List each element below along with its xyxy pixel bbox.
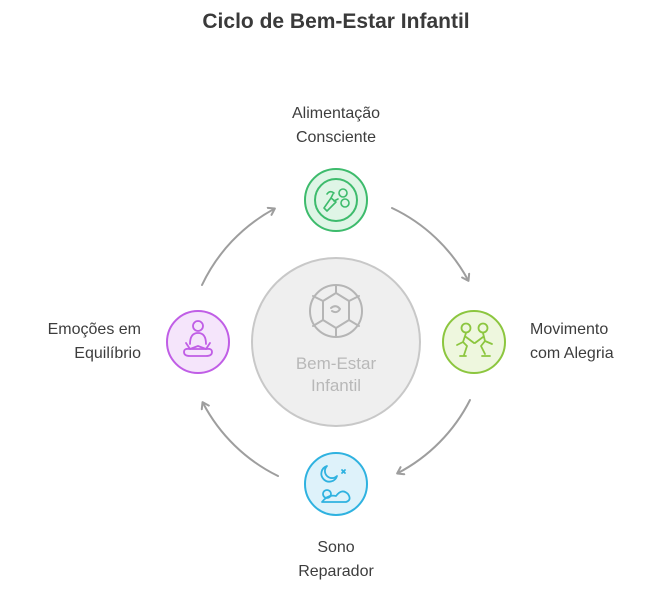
center-label: Bem-Estar Infantil: [295, 354, 377, 395]
label-emocoes: Emoções em Equilíbrio: [47, 321, 141, 362]
node-emocoes: [166, 310, 230, 374]
people-playing-icon: [456, 322, 493, 357]
node-alimentacao: [304, 168, 368, 232]
arrow-bottom-to-left: [200, 401, 279, 477]
label-movimento: Movimento com Alegria: [530, 321, 614, 362]
label-alimentacao: Alimentação Consciente: [291, 105, 381, 146]
arrow-left-to-top: [201, 206, 276, 286]
turtle-shell-icon: [309, 284, 363, 338]
arrow-right-to-bottom: [396, 399, 471, 476]
sleeping-moon-icon: [320, 465, 351, 503]
arrow-top-to-right: [391, 207, 471, 282]
center-node: [251, 257, 421, 427]
cycle-arrows: [200, 206, 471, 477]
label-sono: Sono Reparador: [298, 539, 374, 580]
diagram-title: Ciclo de Bem-Estar Infantil: [202, 10, 470, 33]
vegetables-icon: [323, 188, 350, 212]
node-sono: [304, 452, 368, 516]
meditation-icon: [183, 320, 213, 357]
node-movimento: [442, 310, 506, 374]
